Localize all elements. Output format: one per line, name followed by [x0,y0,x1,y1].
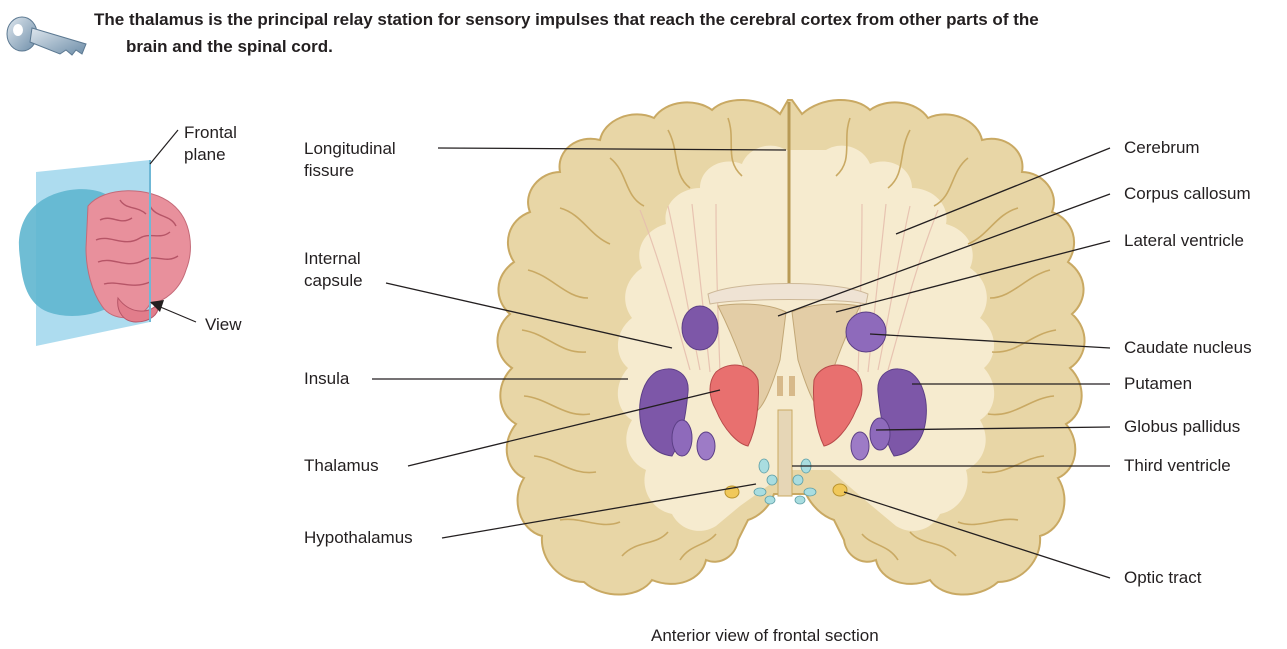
third-ventricle [778,410,792,496]
label-optic-tract: Optic tract [1124,567,1201,589]
view-arrow-shaft [158,306,196,322]
caudate-nucleus-left [682,306,718,350]
globus-pallidus-left-a [672,420,692,456]
fornix-left [777,376,783,396]
globus-pallidus-right-b [851,432,869,460]
label-view: View [205,314,242,336]
inset-brain-frontal-plane [19,130,196,346]
label-longitudinal-fissure-2: fissure [304,160,354,182]
plane-leader [150,130,178,164]
label-lateral-ventricle: Lateral ventricle [1124,230,1244,252]
label-insula: Insula [304,368,349,390]
figure-caption: Anterior view of frontal section [651,625,879,647]
label-longitudinal-fissure-1: Longitudinal [304,138,396,160]
label-hypothalamus: Hypothalamus [304,527,413,549]
optic-tract-right [833,484,847,496]
label-cerebrum: Cerebrum [1124,137,1200,159]
label-globus-pallidus: Globus pallidus [1124,416,1240,438]
caudate-nucleus-right [846,312,886,352]
label-corpus-callosum: Corpus callosum [1124,183,1251,205]
globus-pallidus-right-a [870,418,890,450]
fornix-right [789,376,795,396]
label-third-ventricle: Third ventricle [1124,455,1231,477]
label-frontal-plane-1: Frontal [184,122,237,144]
label-putamen: Putamen [1124,373,1192,395]
label-frontal-plane-2: plane [184,144,226,166]
label-internal-capsule-1: Internal [304,248,361,270]
label-caudate-nucleus: Caudate nucleus [1124,337,1252,359]
label-thalamus: Thalamus [304,455,379,477]
globus-pallidus-left-b [697,432,715,460]
label-internal-capsule-2: capsule [304,270,363,292]
coronal-section [497,100,1084,595]
